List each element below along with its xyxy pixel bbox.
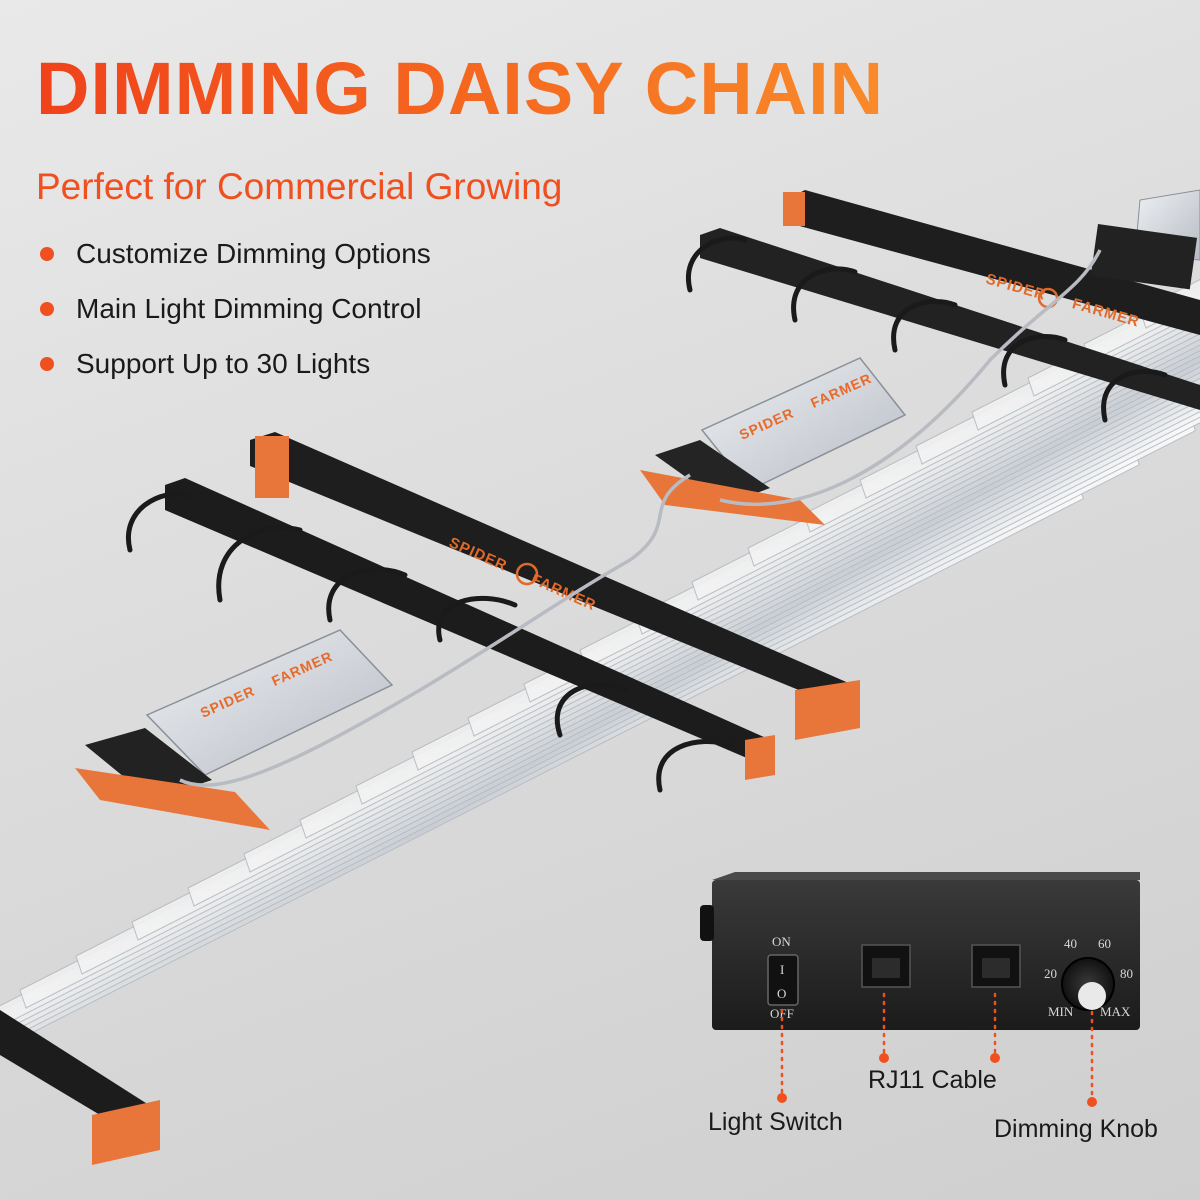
control-panel-side	[700, 905, 714, 941]
feature-item: Support Up to 30 Lights	[40, 336, 431, 391]
callout-dots	[777, 1053, 1097, 1107]
middle-bracket-end	[795, 680, 860, 740]
brand-logo-middle	[515, 562, 539, 586]
rj11-cable-callout: RJ11 Cable	[868, 1066, 997, 1094]
subtitle: Perfect for Commercial Growing	[36, 166, 563, 207]
switch-mark-off: O	[777, 986, 786, 1001]
control-panel-top	[712, 872, 1140, 880]
control-panel-body	[712, 880, 1140, 1030]
middle-support-bar	[250, 432, 860, 715]
daisy-chain-cables	[179, 249, 1102, 787]
light-switch-callout: Light Switch	[708, 1108, 843, 1136]
dimming-knob-cap	[1078, 982, 1106, 1010]
front-driver-plate	[75, 768, 270, 830]
front-support-bar	[165, 478, 775, 770]
bottom-left-bracket	[92, 1100, 160, 1165]
middle-bracket-1	[255, 436, 289, 498]
middle-control-box	[655, 440, 770, 505]
dial-min-label: MIN	[1048, 1004, 1074, 1019]
dial-scale-80: 80	[1120, 966, 1133, 981]
rj11-port-1-socket	[872, 958, 900, 978]
bottom-left-fixture	[0, 1010, 160, 1165]
light-switch	[767, 954, 799, 1006]
dial-scale-20: 20	[1044, 966, 1057, 981]
back-support-bar	[785, 190, 1200, 335]
bullet-icon	[40, 356, 54, 371]
switch-on-label: ON	[772, 934, 791, 949]
power-cables	[125, 235, 1168, 793]
feature-text: Customize Dimming Options	[76, 237, 431, 269]
control-panel: ON I O OFF 20 40 60 80 MIN MAX	[700, 872, 1140, 1030]
feature-list: Customize Dimming Options Main Light Dim…	[40, 226, 431, 391]
dial-max-label: MAX	[1100, 1004, 1131, 1019]
back-bracket-1	[783, 192, 805, 226]
front-bracket-end	[745, 735, 775, 780]
callout-leaders	[780, 992, 1094, 1102]
bullet-icon	[40, 301, 54, 316]
switch-mark-on: I	[780, 962, 784, 977]
feature-text: Main Light Dimming Control	[76, 292, 422, 324]
feature-text: Support Up to 30 Lights	[76, 347, 371, 379]
back-support-bar-2	[700, 228, 1200, 410]
back-control-box	[1090, 224, 1198, 290]
feature-item: Customize Dimming Options	[40, 226, 431, 281]
middle-driver: SPIDERFARMER	[700, 357, 907, 491]
bullet-icon	[40, 246, 54, 261]
feature-item: Main Light Dimming Control	[40, 281, 431, 336]
back-fixture: SPIDERFARMER	[700, 189, 1200, 410]
switch-off-label: OFF	[770, 1006, 794, 1021]
rj11-port-2-socket	[982, 958, 1010, 978]
dimming-knob-callout: Dimming Knob	[994, 1115, 1158, 1143]
dial-scale-60: 60	[1098, 936, 1111, 951]
page-title: DIMMING DAISY CHAIN	[36, 47, 885, 130]
middle-driver-plate	[640, 470, 825, 525]
dial-scale-40: 40	[1064, 936, 1077, 951]
front-driver: SPIDERFARMER	[145, 629, 394, 776]
